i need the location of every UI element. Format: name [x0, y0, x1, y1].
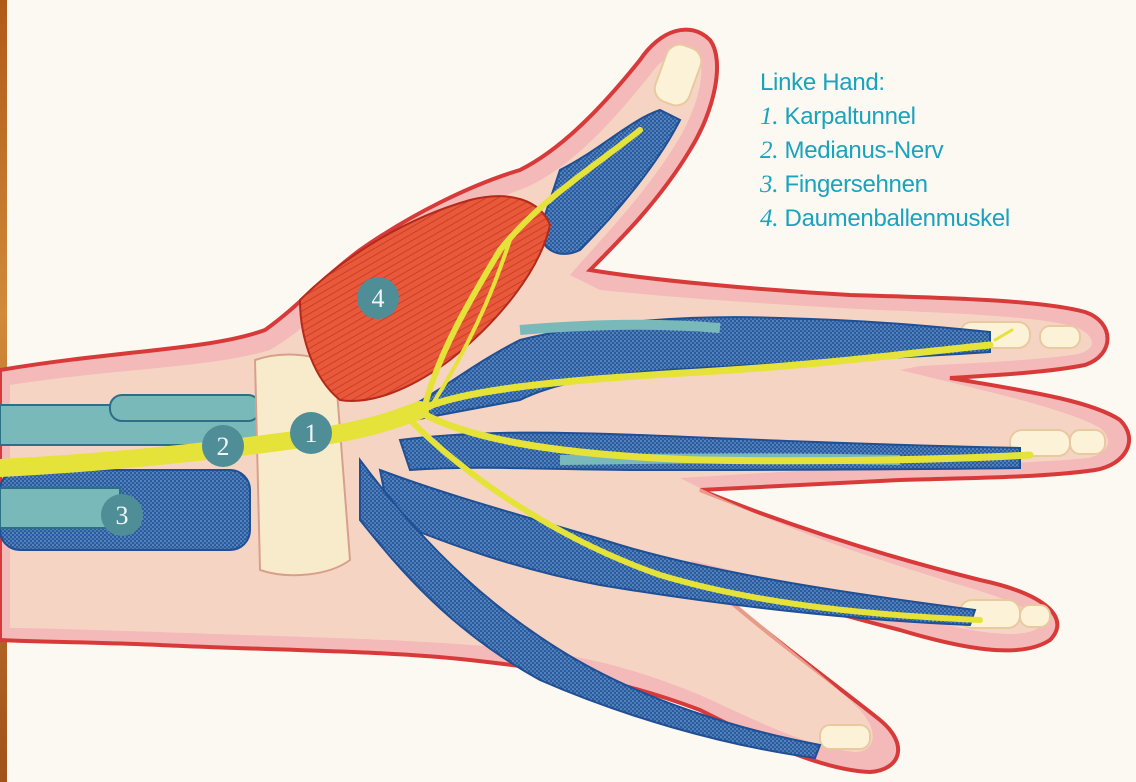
legend-label-2: Medianus-Nerv	[785, 137, 944, 164]
marker-3: 3	[101, 494, 143, 536]
legend-item-1: 1. Karpaltunnel	[760, 100, 1010, 134]
marker-2: 2	[202, 425, 244, 467]
legend-item-2: 2. Medianus-Nerv	[760, 134, 1010, 168]
legend-label-3: Fingersehnen	[785, 171, 928, 198]
legend-num-3: 3.	[760, 171, 778, 198]
marker-2-label: 2	[217, 432, 230, 461]
legend-item-3: 3. Fingersehnen	[760, 168, 1010, 202]
legend-num-4: 4.	[760, 205, 778, 232]
legend-num-2: 2.	[760, 137, 778, 164]
marker-1: 1	[290, 412, 332, 454]
legend-title: Linke Hand:	[760, 66, 1010, 100]
legend-num-1: 1.	[760, 103, 778, 130]
marker-1-label: 1	[305, 419, 318, 448]
legend: Linke Hand: 1. Karpaltunnel 2. Medianus-…	[760, 66, 1010, 236]
marker-3-label: 3	[116, 501, 129, 530]
legend-label-4: Daumenballenmuskel	[785, 205, 1010, 232]
legend-item-4: 4. Daumenballenmuskel	[760, 202, 1010, 236]
marker-4-label: 4	[372, 284, 385, 313]
marker-4: 4	[357, 277, 399, 319]
legend-label-1: Karpaltunnel	[785, 103, 916, 130]
